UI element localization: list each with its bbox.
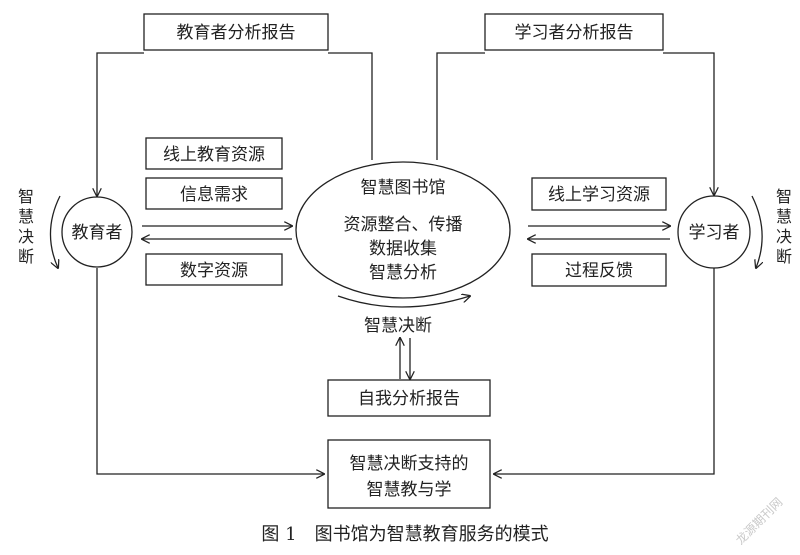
educator-to-support-arrow — [96, 268, 324, 474]
self-report-box — [327, 379, 491, 417]
library-line1: 资源整合、传播 — [344, 215, 463, 235]
learner-label: 学习者 — [689, 223, 740, 243]
learner-report-to-learner-arrow — [663, 52, 714, 195]
figure-caption: 图 1 图书馆为智慧教育服务的模式 — [261, 524, 548, 545]
edu-report-to-educator-arrow — [97, 52, 144, 196]
educator-label: 教育者 — [72, 223, 123, 243]
process-feedback-box — [531, 253, 667, 287]
info-needs-label: 信息需求 — [180, 185, 248, 205]
center-ellipse — [295, 161, 511, 299]
right-side-char-2: 慧 — [776, 207, 792, 226]
left-decision-curve-arrow — [49, 195, 61, 268]
right-side-char-4: 断 — [776, 247, 792, 266]
learner-report-box — [484, 13, 664, 51]
right-decision-curve-arrow — [751, 195, 762, 268]
process-feedback-label: 过程反馈 — [565, 261, 633, 281]
right-side-char-3: 决 — [776, 227, 792, 246]
library-line3: 智慧分析 — [369, 263, 437, 283]
educator-report-label: 教育者分析报告 — [177, 23, 296, 43]
online-learning-resources-label: 线上学习资源 — [548, 185, 650, 205]
right-side-char-1: 智 — [776, 187, 792, 206]
info-needs-box — [145, 177, 283, 210]
left-side-char-4: 断 — [18, 247, 34, 266]
decision-arc-arrow — [337, 296, 470, 308]
learner-to-support-arrow — [494, 268, 715, 474]
self-report-label: 自我分析报告 — [358, 389, 460, 409]
educator-report-box — [143, 13, 329, 51]
library-line2: 数据收集 — [369, 239, 437, 259]
watermark-text: 龙源期刊网 — [733, 495, 785, 547]
learner-report-return-line — [436, 52, 485, 160]
library-title: 智慧图书馆 — [361, 178, 446, 198]
support-label-line2: 智慧教与学 — [367, 480, 452, 500]
online-learning-resources-box — [531, 177, 667, 211]
digital-resources-box — [145, 253, 283, 286]
online-edu-resources-label: 线上教育资源 — [163, 145, 265, 165]
edu-report-return-line — [328, 52, 373, 160]
digital-resources-label: 数字资源 — [180, 261, 248, 281]
left-side-char-1: 智 — [18, 187, 34, 206]
left-side-char-3: 决 — [18, 227, 34, 246]
educator-circle — [61, 196, 133, 268]
left-side-char-2: 慧 — [18, 207, 34, 226]
decision-label: 智慧决断 — [364, 316, 432, 336]
online-edu-resources-box — [145, 137, 283, 170]
support-label-line1: 智慧决断支持的 — [350, 454, 469, 474]
learner-report-label: 学习者分析报告 — [515, 23, 634, 43]
support-box — [327, 439, 491, 509]
